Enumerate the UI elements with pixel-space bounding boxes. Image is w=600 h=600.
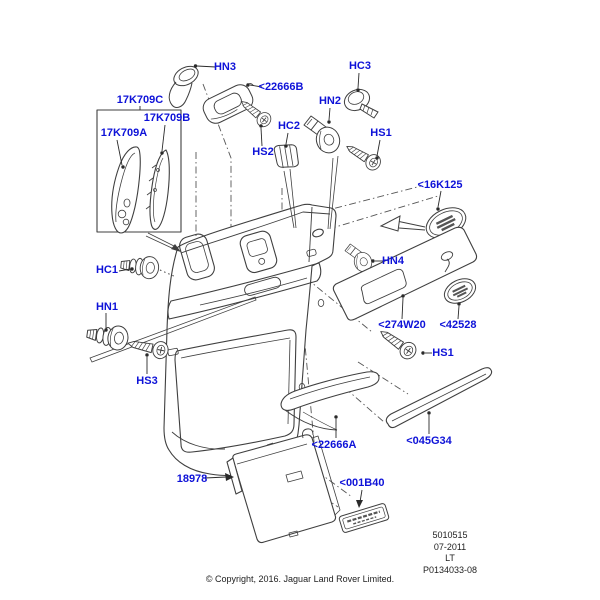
hc3-clip-drawing xyxy=(343,88,379,119)
part-label-17k709a[interactable]: 17K709A xyxy=(100,127,148,139)
part-label-hs3[interactable]: HS3 xyxy=(136,375,158,387)
bezel-22666b-drawing xyxy=(202,83,255,124)
badge-direction-arrow xyxy=(379,215,426,232)
box-pointer-arrowhead xyxy=(171,244,181,252)
part-label-hs2[interactable]: HS2 xyxy=(252,146,274,158)
hs1-upper-screw-drawing xyxy=(342,139,384,174)
hn3-clip-drawing xyxy=(168,65,199,108)
hc1-clip-drawing xyxy=(119,253,161,281)
part-label-22666a[interactable]: <22666A xyxy=(311,439,357,451)
badge-42528-drawing xyxy=(443,278,477,304)
part-label-hn2[interactable]: HN2 xyxy=(318,95,342,107)
hc1-dotted-line xyxy=(159,269,177,278)
doc-number: 5010515 xyxy=(432,530,468,540)
part-label-001b40[interactable]: <001B40 xyxy=(339,477,385,489)
part-label-hs1-lower[interactable]: HS1 xyxy=(432,347,454,359)
hn2-nut-drawing xyxy=(303,115,344,157)
part-label-hs1-upper[interactable]: HS1 xyxy=(370,127,392,139)
document-info: 5010515 07-2011 LT P0134033-08 xyxy=(404,530,496,576)
part-label-hc2[interactable]: HC2 xyxy=(277,120,301,132)
doc-side: LT xyxy=(445,553,455,563)
part-label-16k125[interactable]: <16K125 xyxy=(417,179,463,191)
door-panel-drawing xyxy=(163,203,337,477)
part-box-17k709 xyxy=(96,109,182,234)
pointer-lines xyxy=(89,155,339,363)
leader-lines xyxy=(105,65,460,503)
strip-045g34-drawing xyxy=(385,367,493,429)
part-label-hn1[interactable]: HN1 xyxy=(95,301,119,313)
part-label-22666b[interactable]: <22666B xyxy=(258,81,304,93)
part-label-42528[interactable]: <42528 xyxy=(439,319,477,331)
part-label-045g34[interactable]: <045G34 xyxy=(406,435,452,447)
trim-274w20-drawing xyxy=(332,226,478,321)
panel-18978-drawing xyxy=(226,428,341,544)
hc2-clip-drawing xyxy=(273,144,299,169)
part-label-17k709b[interactable]: 17K709B xyxy=(143,112,191,124)
copyright-notice: © Copyright, 2016. Jaguar Land Rover Lim… xyxy=(205,574,395,584)
armrest-22666a-drawing xyxy=(280,371,380,431)
hn1-clip-drawing xyxy=(85,321,131,352)
part-label-274w20[interactable]: <274W20 xyxy=(378,319,426,331)
part-label-hn3[interactable]: HN3 xyxy=(213,61,237,73)
doc-date: 07-2011 xyxy=(433,541,467,552)
part-label-18978[interactable]: 18978 xyxy=(176,473,208,485)
leader-dots xyxy=(104,64,461,508)
plate-001b40-drawing xyxy=(338,503,390,533)
part-label-17k709c[interactable]: 17K709C xyxy=(116,94,164,106)
part-label-hc3[interactable]: HC3 xyxy=(348,60,372,72)
part-label-hn4[interactable]: HN4 xyxy=(381,255,405,267)
doc-plate-code: P0134033-08 xyxy=(422,564,478,575)
part-label-hc1[interactable]: HC1 xyxy=(95,264,119,276)
